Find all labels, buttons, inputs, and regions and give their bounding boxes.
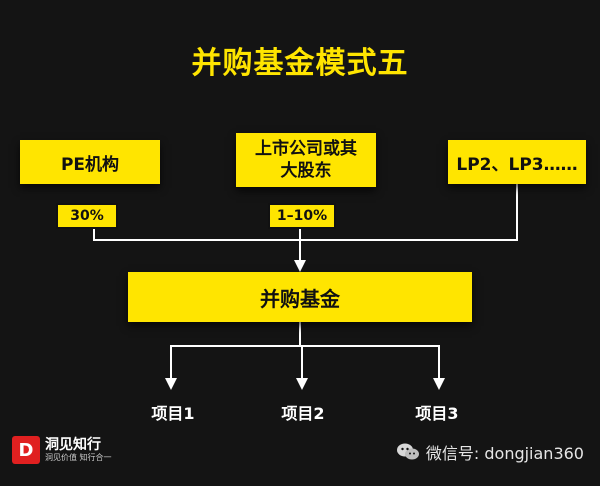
logo-d-icon: D — [12, 436, 40, 464]
wechat-icon — [396, 442, 420, 462]
wechat-label: 微信号: dongjian360 — [425, 444, 584, 463]
percent-pe-badge: 30% — [56, 203, 118, 229]
source-lp-label: LP2、LP3…… — [456, 154, 578, 175]
fund-label: 并购基金 — [260, 286, 340, 311]
logo-slogan: 洞见价值 知行合一 — [45, 453, 112, 462]
brand-logo: D 洞见知行 洞见价值 知行合一 — [12, 436, 112, 464]
project-3-label: 项目3 — [415, 404, 459, 423]
source-corp-label-line1: 上市公司或其 — [255, 139, 357, 159]
diagram-title: 并购基金模式五 — [191, 46, 409, 81]
source-lp-box: LP2、LP3…… — [448, 140, 586, 184]
fund-box: 并购基金 — [128, 272, 472, 322]
source-pe-label: PE机构 — [60, 154, 120, 175]
wechat-id: 微信号: dongjian360 — [396, 440, 584, 464]
source-listed-company-box: 上市公司或其 大股东 — [236, 133, 376, 187]
project-1-label: 项目1 — [151, 404, 195, 423]
logo-name: 洞见知行 — [45, 437, 101, 453]
project-2-label: 项目2 — [281, 404, 325, 423]
percent-corp-badge: 1–10% — [268, 203, 336, 229]
source-corp-label-line2: 大股东 — [280, 161, 332, 181]
source-pe-box: PE机构 — [20, 140, 160, 184]
